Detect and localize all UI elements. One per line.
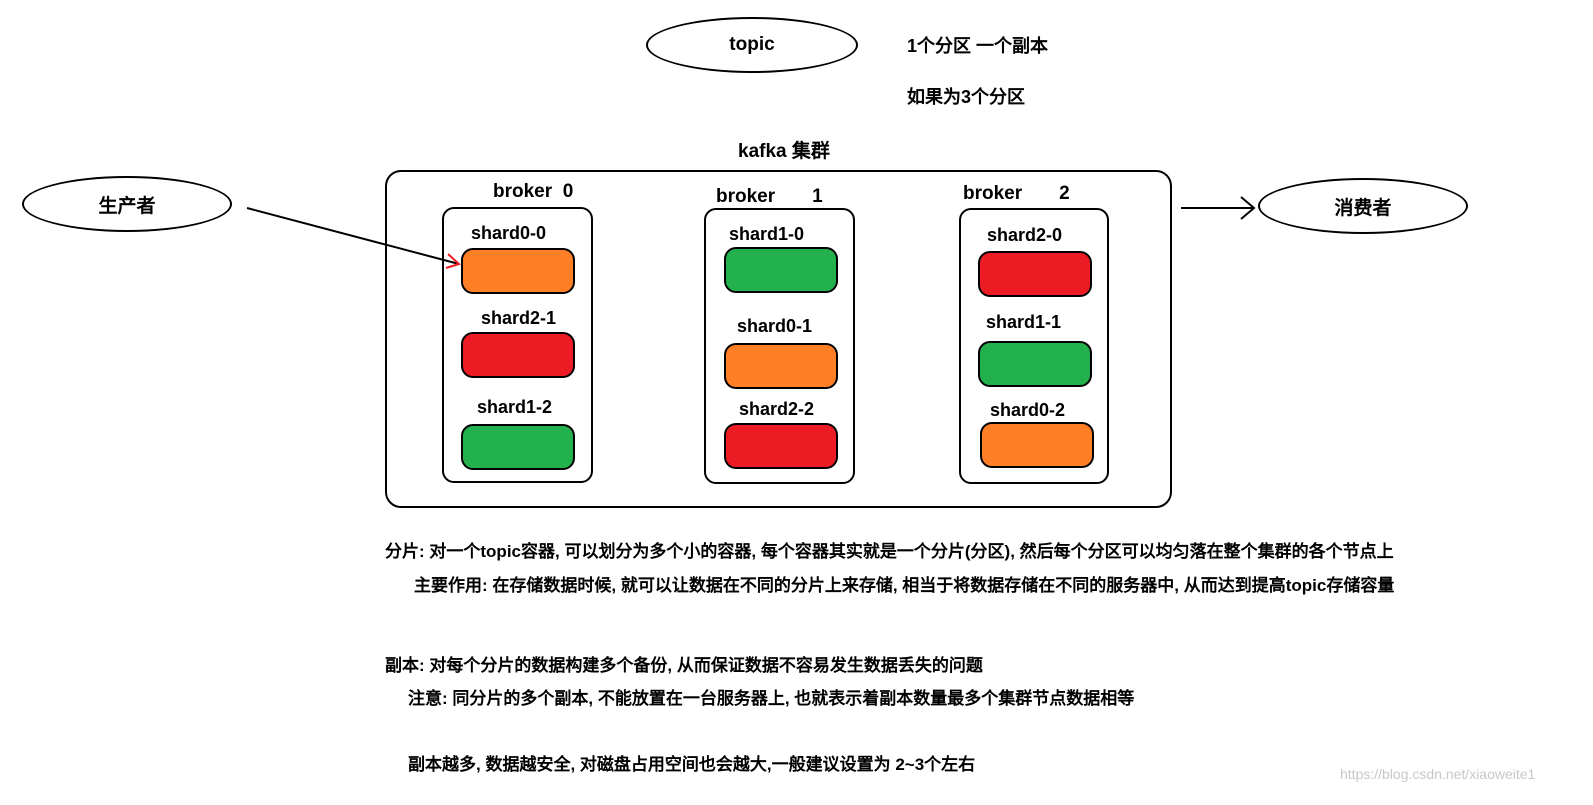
shard-label: shard0-0	[471, 223, 547, 243]
shard-label: shard2-0	[987, 225, 1063, 245]
consumer-ellipse: 消费者	[1258, 178, 1468, 234]
note-shard-use: 主要作用: 在存储数据时候, 就可以让数据在不同的分片上来存储, 相当于将数据存…	[414, 576, 1395, 595]
shard-block	[461, 424, 575, 470]
partition-note: 1个分区 一个副本	[907, 36, 1049, 56]
consumer-label: 消费者	[1334, 197, 1392, 219]
topic-ellipse: topic	[646, 17, 858, 73]
shard-label: shard1-2	[477, 397, 553, 417]
broker-label-2: broker 2	[963, 183, 1070, 204]
shard-block	[724, 343, 838, 389]
shard-label: shard1-1	[986, 312, 1062, 332]
broker-box-2	[959, 208, 1109, 484]
shard-block	[724, 423, 838, 469]
shard-block	[980, 422, 1094, 468]
shard-label: shard1-0	[729, 224, 805, 244]
shard-block	[724, 247, 838, 293]
shard-label: shard0-1	[737, 316, 813, 336]
shard-label: shard2-1	[481, 308, 557, 328]
partition-note-2: 如果为3个分区	[907, 87, 1026, 107]
producer-arrowhead	[445, 253, 461, 269]
producer-ellipse: 生产者	[22, 176, 232, 232]
note-replica-def: 副本: 对每个分片的数据构建多个备份, 从而保证数据不容易发生数据丢失的问题	[385, 656, 983, 675]
note-replica-more: 副本越多, 数据越安全, 对磁盘占用空间也会越大,一般建议设置为 2~3个左右	[408, 755, 976, 774]
watermark: https://blog.csdn.net/xiaoweite1	[1340, 766, 1536, 782]
shard-label: shard0-2	[990, 400, 1066, 420]
shard-block	[978, 251, 1092, 297]
producer-arrow	[246, 207, 460, 265]
broker-label-1: broker 1	[716, 186, 823, 207]
kafka-cluster-box	[385, 170, 1172, 508]
broker-box-0	[442, 207, 593, 483]
consumer-arrowhead	[1240, 196, 1256, 220]
broker-box-1	[704, 208, 855, 484]
shard-block	[461, 332, 575, 378]
shard-label: shard2-2	[739, 399, 815, 419]
note-shard-def: 分片: 对一个topic容器, 可以划分为多个小的容器, 每个容器其实就是一个分…	[385, 542, 1394, 561]
producer-label: 生产者	[98, 195, 156, 217]
topic-label: topic	[729, 34, 775, 55]
shard-block	[461, 248, 575, 294]
broker-label-0: broker 0	[493, 181, 574, 202]
note-replica-rule: 注意: 同分片的多个副本, 不能放置在一台服务器上, 也就表示着副本数量最多个集…	[408, 689, 1135, 708]
cluster-title: kafka 集群	[738, 141, 830, 162]
shard-block	[978, 341, 1092, 387]
